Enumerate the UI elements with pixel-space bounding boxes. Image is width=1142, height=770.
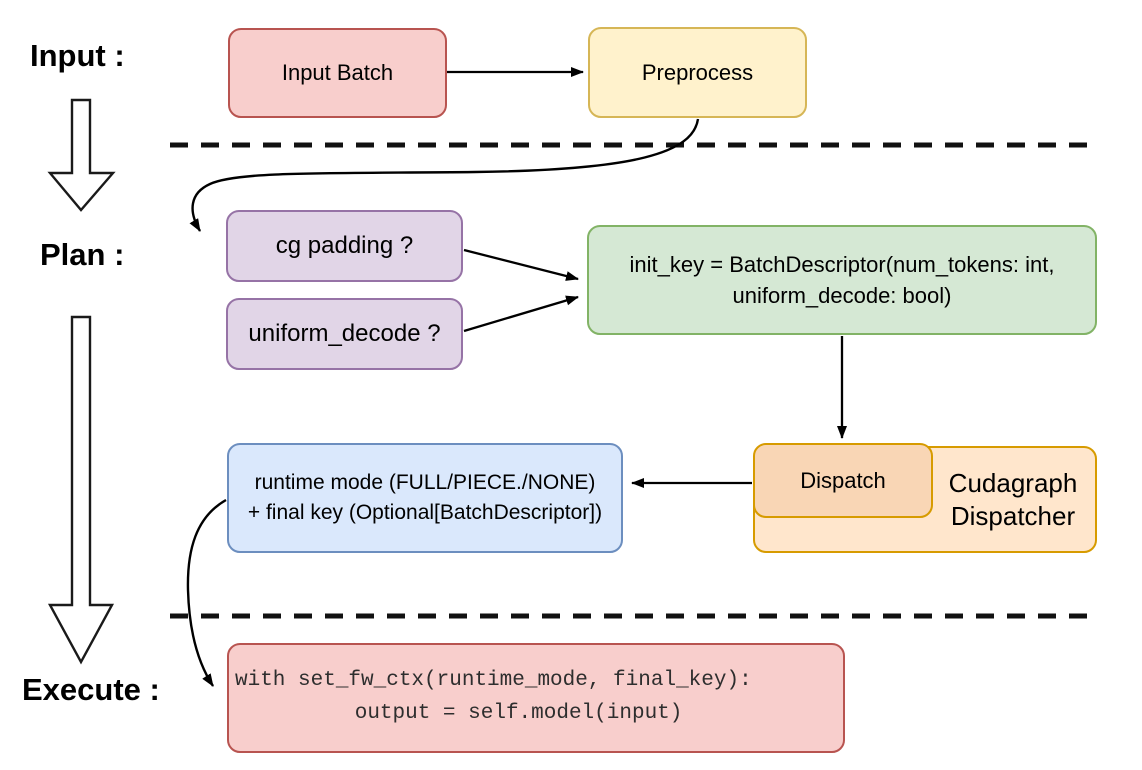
stage-arrow-plan-to-execute: [47, 315, 115, 665]
node-init-key-line1: init_key = BatchDescriptor(num_tokens: i…: [629, 251, 1055, 277]
arrow-cgpadding-to-initkey: [463, 248, 579, 281]
arrow-uniformdecode-to-initkey: [463, 295, 579, 333]
node-cg-padding: cg padding ?: [226, 210, 463, 282]
node-uniform-decode: uniform_decode ?: [226, 298, 463, 370]
node-cg-padding-label: cg padding ?: [275, 232, 414, 259]
stage-label-input: Input :: [30, 38, 125, 73]
node-preprocess: Preprocess: [588, 27, 807, 118]
node-runtime-result-line1: runtime mode (FULL/PIECE./NONE): [254, 471, 596, 495]
node-input-batch: Input Batch: [228, 28, 447, 118]
stage-label-execute: Execute :: [22, 672, 160, 707]
node-preprocess-label: Preprocess: [641, 59, 754, 85]
node-init-key-line2: uniform_decode: bool): [732, 283, 952, 308]
stage-arrow-input-to-plan: [47, 98, 116, 212]
node-dispatch: Dispatch: [753, 443, 933, 518]
node-cudagraph-dispatcher-label: Cudagraph Dispatcher: [948, 468, 1078, 531]
node-execute-code: with set_fw_ctx(runtime_mode, final_key)…: [227, 643, 845, 753]
stage-label-plan: Plan :: [40, 237, 125, 272]
node-dispatch-label: Dispatch: [800, 467, 886, 493]
arrow-runtimemode-to-execute: [186, 498, 227, 687]
node-runtime-result-line2: + final key (Optional[BatchDescriptor]): [247, 501, 603, 524]
execute-code-text: with set_fw_ctx(runtime_mode, final_key)…: [235, 669, 752, 725]
node-input-batch-label: Input Batch: [281, 60, 394, 85]
node-runtime-result: runtime mode (FULL/PIECE./NONE) + final …: [227, 443, 623, 553]
node-uniform-decode-label: uniform_decode ?: [248, 320, 441, 347]
arrow-preprocess-to-cgpadding: [189, 118, 700, 232]
node-init-key: init_key = BatchDescriptor(num_tokens: i…: [587, 225, 1097, 335]
